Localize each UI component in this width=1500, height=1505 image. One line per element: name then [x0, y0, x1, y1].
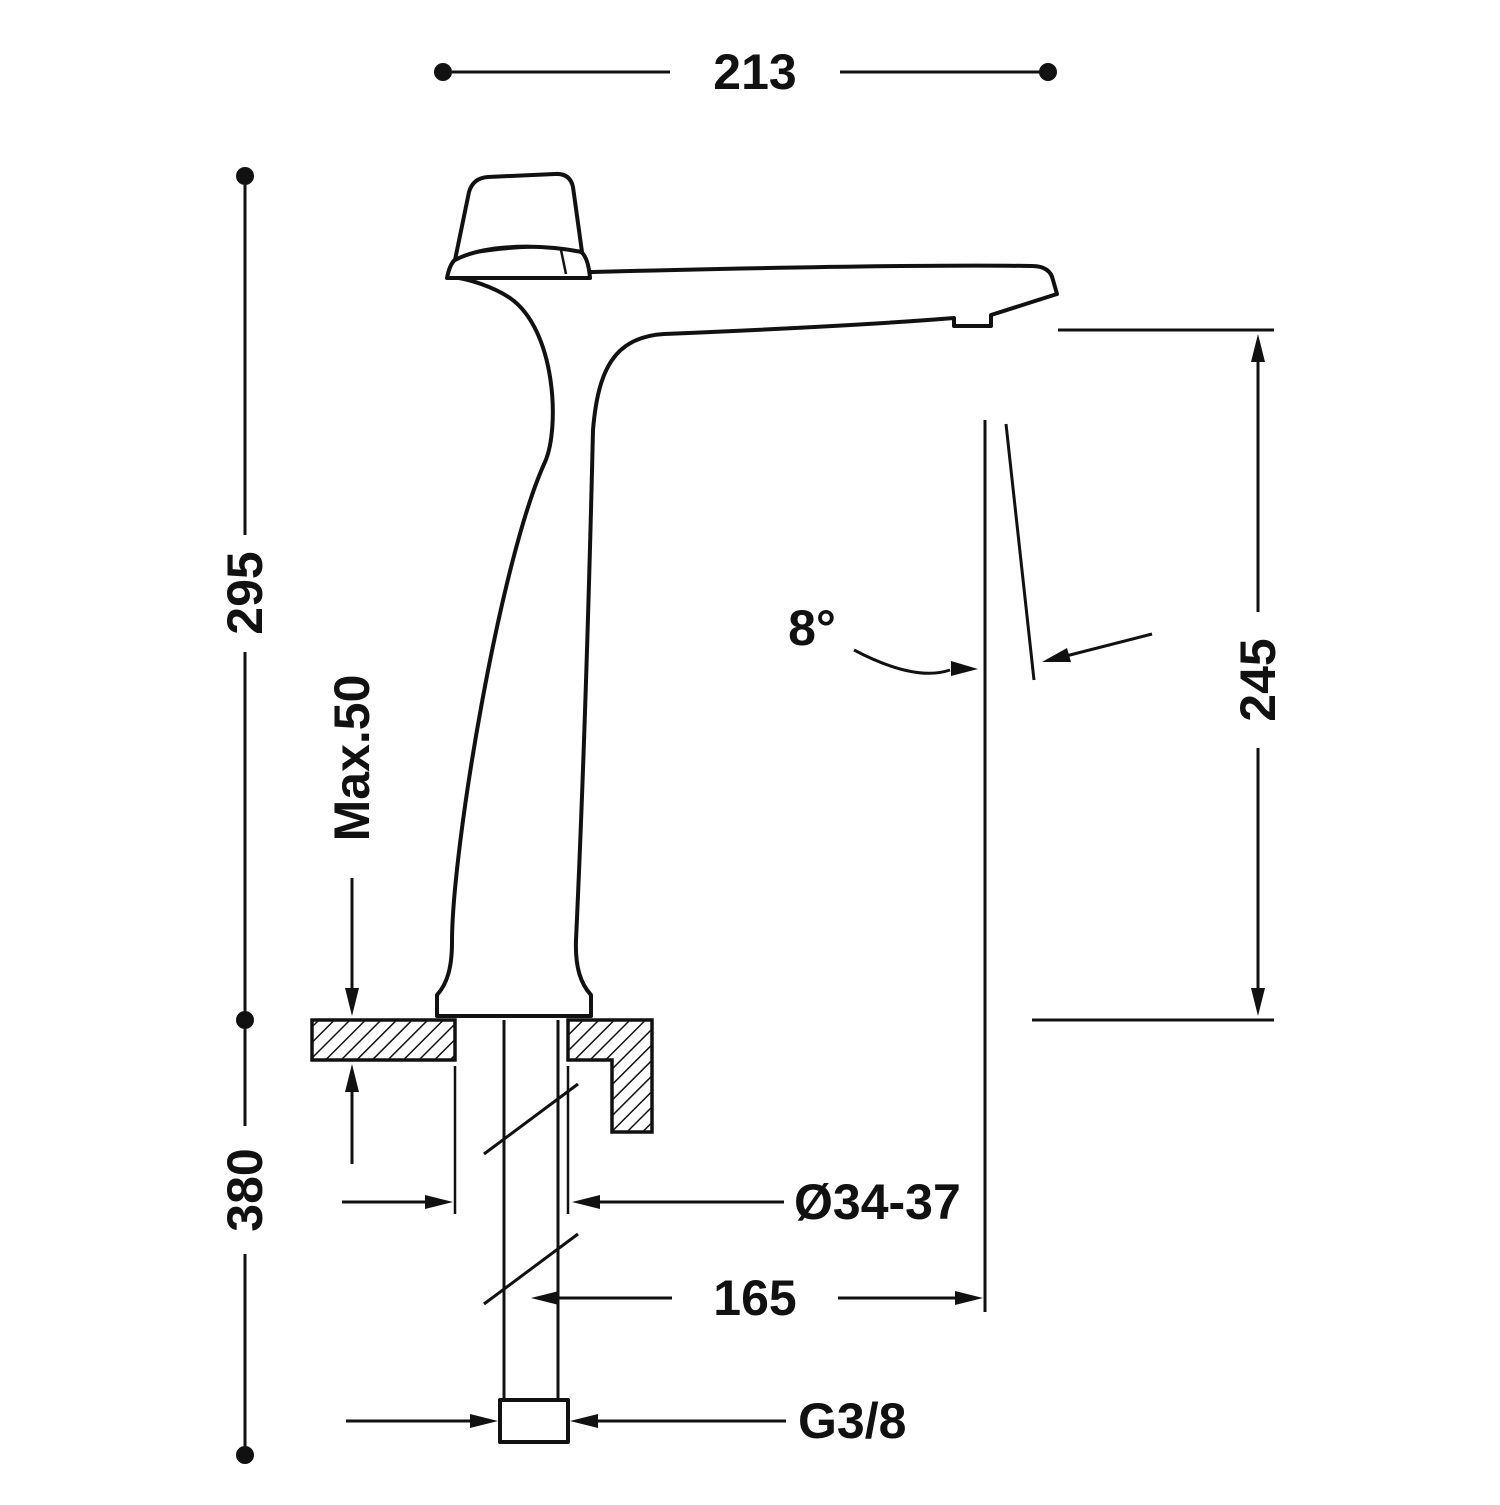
dim-label-165: 165 — [713, 1270, 796, 1326]
dimension-spout-reach: 165 — [531, 1270, 983, 1326]
handle-detail-notch — [559, 249, 568, 275]
dim-245-arrow-up — [1251, 334, 1265, 362]
dim-165-arrow-left — [531, 1291, 559, 1305]
dim-max50-arrow-up — [345, 1064, 359, 1092]
angle-arc-arrowhead — [951, 661, 978, 676]
dim-label-angle: 8° — [788, 600, 836, 656]
dim-label-g38: G3/8 — [798, 1393, 906, 1449]
faucet-body-outline — [435, 263, 1059, 1018]
angle-right-leader — [1065, 632, 1153, 658]
dim-g38-arrow-left — [470, 1414, 498, 1428]
dim-295-dot-top — [236, 167, 254, 185]
dim-213-dot-left — [434, 63, 452, 81]
dim-165-arrow-right — [955, 1291, 983, 1305]
dimension-total-height: 380 — [217, 1029, 273, 1464]
dim-hole-arrow-right — [572, 1195, 600, 1209]
dim-hole-arrow-left — [425, 1195, 453, 1209]
supply-pipe — [483, 1020, 579, 1444]
dimension-hole-diameter: Ø34-37 — [342, 1066, 961, 1230]
dimension-overall-width: 213 — [434, 44, 1057, 100]
countertop-section — [310, 1018, 654, 1134]
dim-max50-arrow-down — [345, 988, 359, 1016]
dim-295-dot-bottom — [236, 1011, 254, 1029]
dimension-supply-connection: G3/8 — [346, 1393, 906, 1449]
countertop-right-hatched-block — [566, 1018, 654, 1134]
dim-label-max50: Max.50 — [324, 675, 380, 842]
dim-label-245: 245 — [1230, 638, 1286, 721]
dimension-spout-height: 245 — [1032, 328, 1286, 1022]
faucet-handle-lever — [453, 171, 584, 262]
faucet — [435, 171, 1059, 1018]
annotation-spout-angle: 8° — [788, 420, 1153, 1312]
dimension-body-height: 295 — [217, 167, 273, 1029]
angle-right-arrowhead — [1042, 648, 1071, 662]
dim-label-hole-diameter: Ø34-37 — [794, 1174, 961, 1230]
pipe-break-mark-upper — [483, 1082, 579, 1156]
pipe-break-mark-lower — [483, 1232, 579, 1306]
dim-g38-arrow-right — [570, 1414, 598, 1428]
angle-arc-leader — [853, 648, 951, 675]
countertop-left-hatched-block — [310, 1018, 457, 1062]
dim-213-dot-right — [1039, 63, 1057, 81]
supply-connector-nut — [498, 1398, 570, 1444]
dim-label-380: 380 — [217, 1148, 273, 1231]
dim-label-213: 213 — [713, 44, 796, 100]
dimension-max-deck-thickness: Max.50 — [324, 675, 380, 1164]
dim-380-dot-bottom — [236, 1446, 254, 1464]
dim-label-295: 295 — [217, 551, 273, 634]
angle-tilted-line — [1004, 423, 1036, 681]
dim-245-arrow-down — [1251, 988, 1265, 1016]
